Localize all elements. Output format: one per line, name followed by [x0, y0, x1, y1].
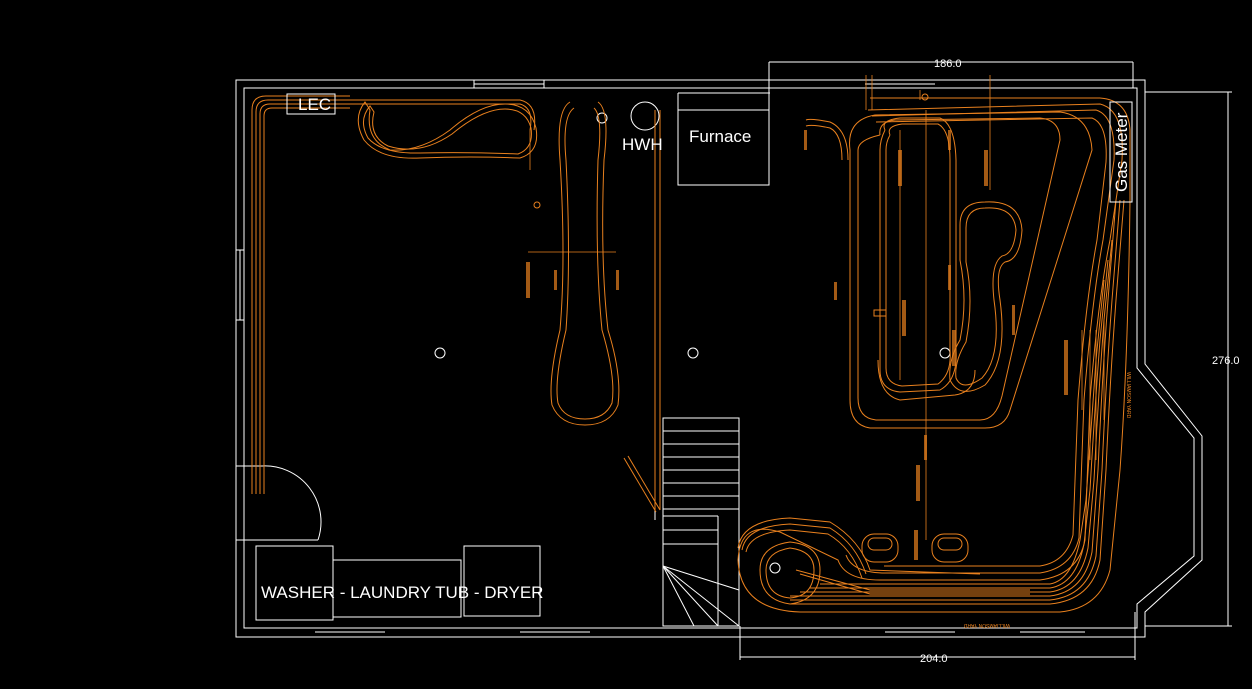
stairs — [654, 417, 740, 627]
top-dimension: 186.0 — [934, 58, 962, 70]
upper-left-loop — [357, 101, 538, 159]
bottom-dimension: 204.0 — [920, 653, 948, 665]
lec-label: LEC — [298, 95, 331, 114]
right-yard-label: WILLIAMSON YARD — [1125, 372, 1131, 419]
door-swing — [236, 465, 322, 541]
bottom-helix — [737, 517, 1030, 605]
hwh-label: HWH — [622, 135, 663, 154]
laundry-label: WASHER - LAUNDRY TUB - DRYER — [261, 583, 543, 602]
right-loop-outer — [737, 97, 1131, 613]
dimension-lines — [739, 61, 1232, 660]
right-loop-inner — [849, 75, 1093, 540]
room-outline — [235, 79, 1203, 638]
support-posts — [434, 347, 951, 574]
laundry-appliances — [255, 545, 541, 621]
track-details — [533, 75, 1105, 460]
mechanical-equipment — [596, 92, 770, 186]
track-annotations — [526, 130, 1068, 560]
furnace-label: Furnace — [689, 127, 751, 146]
left-track — [251, 95, 536, 494]
center-dogbone — [528, 101, 620, 426]
right-dimension: 276.0 — [1212, 355, 1240, 367]
bottom-yard-label: WILLIAMSON YARD — [963, 622, 1010, 628]
gas-meter-box — [1109, 101, 1133, 203]
gas-meter-label: Gas Meter — [1112, 112, 1131, 192]
center-track — [623, 110, 661, 513]
lec-box — [286, 93, 336, 115]
